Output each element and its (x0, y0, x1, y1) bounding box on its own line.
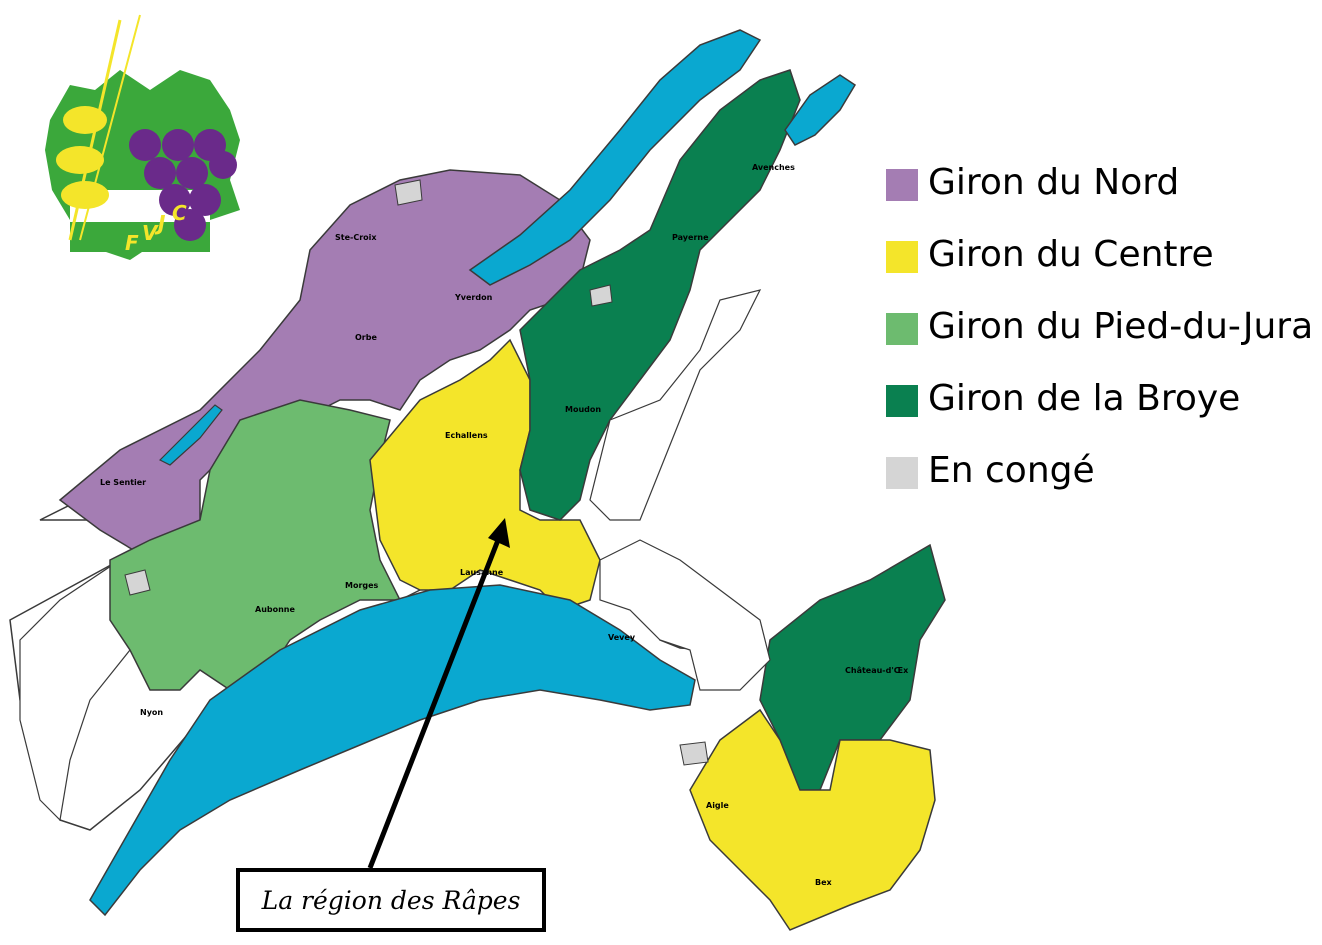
legend-swatch-giron-centre (886, 241, 918, 273)
fvjc-logo: F V J C (45, 14, 240, 260)
lake-neuchatel (468, 29, 762, 286)
annotation-arrow-line (367, 534, 503, 869)
lake-morat (784, 74, 857, 146)
place-morges: Morges (345, 581, 379, 590)
logo-grape-cluster (129, 129, 237, 241)
zone-en-conge-2 (394, 179, 423, 206)
zone-en-conge-4 (589, 284, 613, 307)
place-lausanne: Lausanne (460, 568, 504, 577)
place-aubonne: Aubonne (255, 605, 296, 614)
legend-swatch-giron-pied-du-jura (886, 313, 918, 345)
lake-joux (158, 404, 223, 466)
place-echallens: Echallens (445, 431, 488, 440)
annotation-label: La région des Râpes (261, 885, 521, 915)
logo-letter-f: F (125, 231, 139, 255)
logo-letter-c: C (172, 201, 187, 225)
legend-label-giron-centre: Giron du Centre (928, 234, 1214, 275)
zone-en-conge-3 (679, 741, 709, 766)
logo-wheat-stalk (68, 19, 122, 241)
legend-label-giron-broye: Giron de la Broye (928, 378, 1241, 419)
place-nyon: Nyon (140, 708, 163, 717)
legend-label-giron-pied-du-jura: Giron du Pied-du-Jura (928, 306, 1314, 347)
place-bex: Bex (815, 878, 833, 887)
place-yverdon: Yverdon (454, 293, 493, 302)
legend-label-en-conge: En congé (928, 450, 1095, 491)
annotation-box: La région des Râpes (236, 868, 546, 932)
legend-label-giron-nord: Giron du Nord (928, 162, 1180, 203)
logo-letter-v: V (142, 221, 159, 245)
zone-giron-centre-south (689, 708, 936, 931)
region-white-east (589, 289, 762, 521)
legend-swatch-giron-broye (886, 385, 918, 417)
region-white-lavaux (599, 539, 771, 691)
legend-swatch-en-conge (886, 457, 918, 489)
lake-leman (89, 584, 696, 917)
logo-wheat-grain-2 (56, 146, 104, 174)
place-aigle: Aigle (706, 801, 729, 810)
logo-wheat-grain-3 (61, 181, 109, 209)
zone-giron-broye-north (519, 69, 801, 521)
logo-wheat-stalk-2 (79, 14, 141, 241)
place-chateau-doex: Château-d'Œx (845, 666, 909, 675)
place-moudon: Moudon (565, 405, 601, 414)
place-avenches: Avenches (752, 163, 795, 172)
zone-en-conge-1 (124, 569, 151, 596)
place-vevey: Vevey (608, 633, 636, 642)
place-le-sentier: Le Sentier (100, 478, 146, 487)
place-orbe: Orbe (355, 333, 377, 342)
place-sainte-croix: Ste-Croix (335, 233, 377, 242)
annotation-arrow-head (488, 518, 510, 548)
legend-swatch-giron-nord (886, 169, 918, 201)
place-payerne: Payerne (672, 233, 709, 242)
